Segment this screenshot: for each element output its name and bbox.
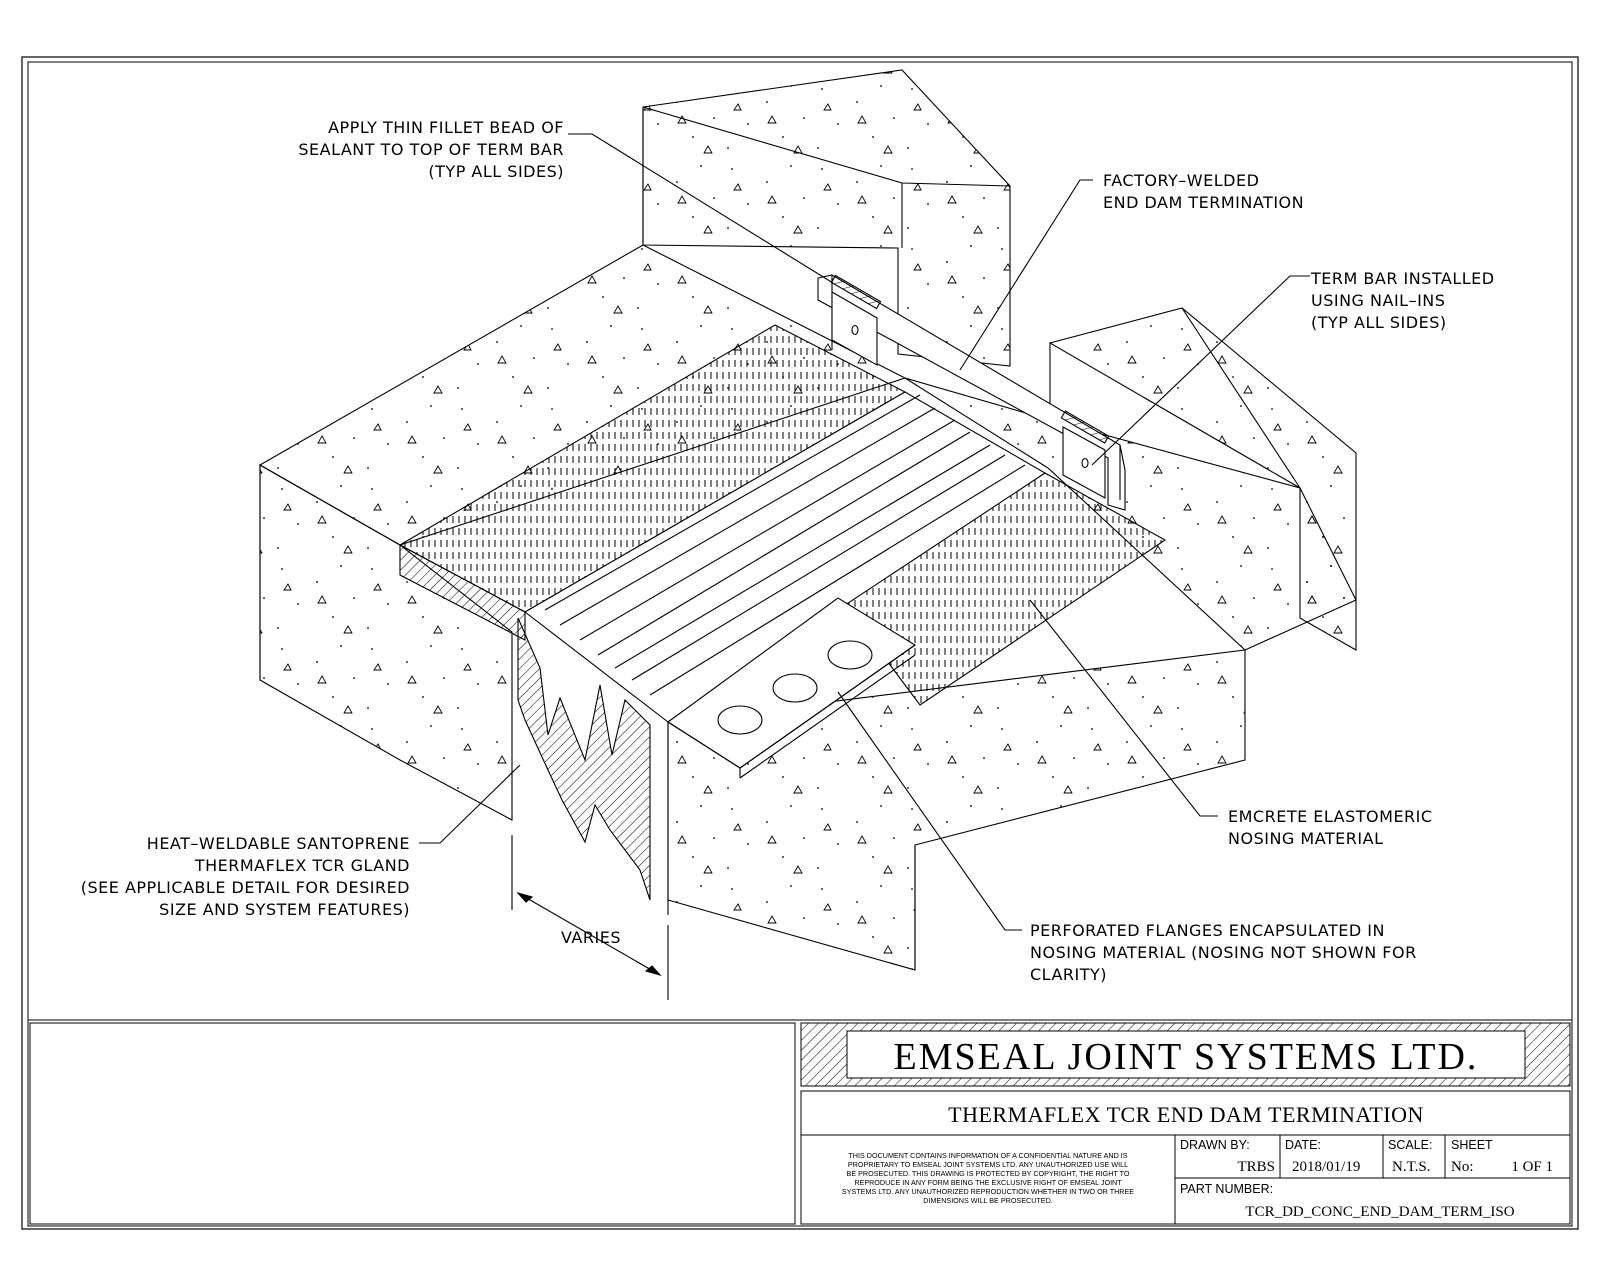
- scale-label: SCALE:: [1388, 1138, 1432, 1152]
- term-bar-right: [1060, 410, 1110, 499]
- leader-term-bar: [1091, 275, 1310, 466]
- confidential-notice: THIS DOCUMENT CONTAINS INFORMATION OF A …: [842, 1151, 1134, 1205]
- svg-text:THIS DOCUMENT CONTAINS INFORMA: THIS DOCUMENT CONTAINS INFORMATION OF A …: [848, 1151, 1127, 1160]
- svg-text:HEAT–WELDABLE SANTOPRENE: HEAT–WELDABLE SANTOPRENE: [147, 834, 410, 853]
- svg-text:END DAM TERMINATION: END DAM TERMINATION: [1103, 193, 1304, 212]
- part-number-label: PART NUMBER:: [1180, 1182, 1273, 1196]
- drawn-by-value: TRBS: [1237, 1159, 1275, 1175]
- svg-text:(TYP ALL SIDES): (TYP ALL SIDES): [1311, 313, 1447, 332]
- callout-term-bar: TERM BAR INSTALLED USING NAIL–INS (TYP A…: [1310, 269, 1495, 332]
- callout-end-dam: FACTORY–WELDED END DAM TERMINATION: [1103, 171, 1304, 212]
- perforated-flange: [667, 597, 917, 779]
- leader-sealant: [568, 133, 834, 284]
- svg-text:SIZE AND SYSTEM FEATURES): SIZE AND SYSTEM FEATURES): [159, 900, 410, 919]
- date-label: DATE:: [1285, 1138, 1321, 1152]
- outer-border: [21, 56, 1579, 1230]
- date-value: 2018/01/19: [1292, 1159, 1360, 1175]
- leader-end-dam: [959, 179, 1093, 371]
- notes-box: [29, 1022, 796, 1225]
- dimension-varies: VARIES: [561, 928, 621, 947]
- callout-sealant: APPLY THIN FILLET BEAD OF SEALANT TO TOP…: [298, 118, 564, 181]
- inner-border: [27, 61, 1573, 1227]
- scale-value: N.T.S.: [1392, 1159, 1430, 1175]
- svg-text:BE PROSECUTED. THIS DRAWING IS: BE PROSECUTED. THIS DRAWING IS PROTECTED…: [847, 1169, 1130, 1178]
- leader-nosing: [1029, 599, 1218, 817]
- callout-gland: HEAT–WELDABLE SANTOPRENE THERMAFLEX TCR …: [81, 834, 410, 919]
- callout-flanges: PERFORATED FLANGES ENCAPSULATED IN NOSIN…: [1030, 921, 1417, 984]
- end-dam: [817, 274, 1126, 511]
- svg-text:THERMAFLEX TCR GLAND: THERMAFLEX TCR GLAND: [194, 856, 410, 875]
- svg-text:(SEE APPLICABLE DETAIL FOR DES: (SEE APPLICABLE DETAIL FOR DESIRED: [81, 878, 410, 897]
- svg-text:SYSTEMS LTD. ANY UNAUTHORIZED: SYSTEMS LTD. ANY UNAUTHORIZED REPRODUCTI…: [842, 1187, 1134, 1196]
- sheet-label: SHEET: [1451, 1138, 1493, 1152]
- svg-text:PERFORATED FLANGES ENCAPSULATE: PERFORATED FLANGES ENCAPSULATED IN: [1030, 921, 1385, 940]
- svg-text:NOSING MATERIAL (NOSING NOT SH: NOSING MATERIAL (NOSING NOT SHOWN FOR: [1030, 943, 1417, 962]
- sheet-no-label: No:: [1451, 1159, 1474, 1175]
- company-name: EMSEAL JOINT SYSTEMS LTD.: [894, 1036, 1479, 1078]
- svg-text:DIMENSIONS WILL BE PROSECUTED.: DIMENSIONS WILL BE PROSECUTED.: [923, 1196, 1053, 1205]
- svg-text:APPLY THIN FILLET BEAD OF: APPLY THIN FILLET BEAD OF: [328, 118, 564, 137]
- leader-flanges: [837, 691, 1022, 931]
- svg-text:CLARITY): CLARITY): [1030, 965, 1107, 984]
- term-bar-left: [830, 274, 882, 366]
- svg-text:PROPRIETARY TO EMSEAL JOINT SY: PROPRIETARY TO EMSEAL JOINT SYSTEMS LTD.…: [848, 1160, 1128, 1169]
- svg-text:(TYP ALL SIDES): (TYP ALL SIDES): [428, 162, 564, 181]
- leader-gland: [419, 764, 521, 844]
- sheet-value: 1 OF 1: [1511, 1159, 1553, 1175]
- svg-text:TERM BAR INSTALLED: TERM BAR INSTALLED: [1310, 269, 1495, 288]
- svg-text:NOSING MATERIAL: NOSING MATERIAL: [1228, 829, 1383, 848]
- tcr-gland: [517, 391, 1047, 901]
- svg-text:EMCRETE ELASTOMERIC: EMCRETE ELASTOMERIC: [1228, 807, 1433, 826]
- svg-text:FACTORY–WELDED: FACTORY–WELDED: [1103, 171, 1259, 190]
- svg-text:USING NAIL–INS: USING NAIL–INS: [1311, 291, 1445, 310]
- part-number-value: TCR_DD_CONC_END_DAM_TERM_ISO: [1245, 1204, 1514, 1220]
- drawn-by-label: DRAWN BY:: [1180, 1138, 1250, 1152]
- svg-text:REPRODUCE IN ANY FORM BEING TH: REPRODUCE IN ANY FORM BEING THE EXCLUSIV…: [854, 1178, 1122, 1187]
- svg-text:SEALANT TO TOP OF TERM BAR: SEALANT TO TOP OF TERM BAR: [298, 140, 564, 159]
- drawing-title: THERMAFLEX TCR END DAM TERMINATION: [948, 1102, 1424, 1127]
- isometric-detail: [258, 69, 1357, 1000]
- callout-nosing: EMCRETE ELASTOMERIC NOSING MATERIAL: [1228, 807, 1433, 848]
